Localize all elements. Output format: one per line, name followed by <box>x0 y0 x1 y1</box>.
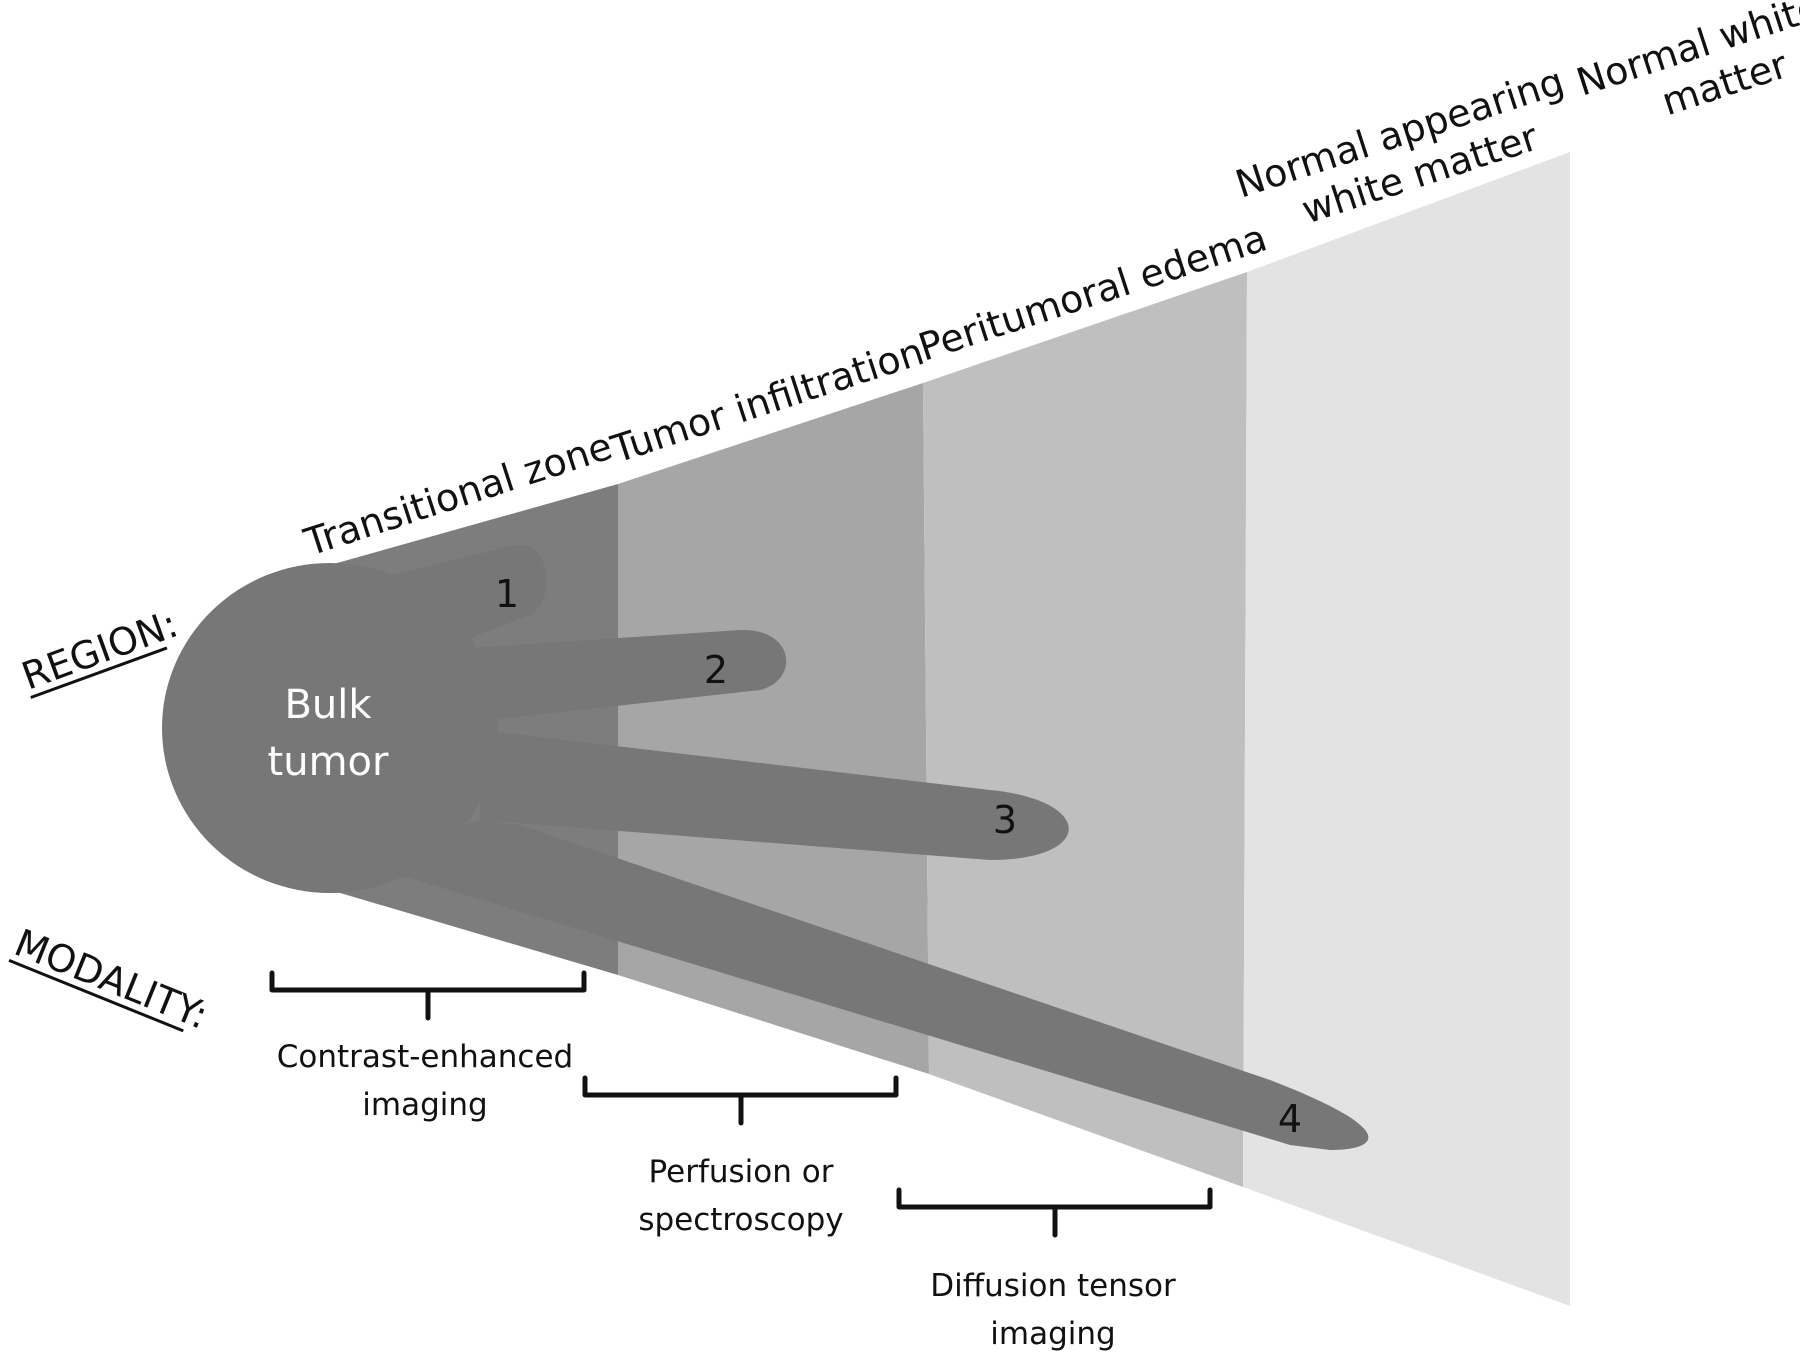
band-normal-appearing-white-matter <box>1243 152 1570 1306</box>
modality-contrast-line-1: Contrast-enhanced <box>277 1039 573 1075</box>
projection-2-shape <box>470 629 787 720</box>
projection-4-label: 4 <box>1278 1097 1302 1141</box>
region-heading-group: REGION: <box>16 602 184 699</box>
modality-diffusion-line-1: Diffusion tensor <box>930 1268 1176 1304</box>
bracket-contrast-enhanced <box>269 970 587 1021</box>
region-heading-underline <box>30 646 168 699</box>
projection-3-shape <box>480 730 1069 860</box>
bracket-diffusion-tensor <box>896 1187 1213 1238</box>
tumor-label-line-2: tumor <box>268 739 389 785</box>
projection-3-label: 3 <box>993 798 1017 842</box>
modality-perfusion-line-2: spectroscopy <box>638 1202 843 1238</box>
modality-contrast-line-2: imaging <box>362 1087 487 1123</box>
bulk-tumor-body <box>162 563 498 893</box>
projection-4-shape <box>350 820 1369 1150</box>
projection-1-label: 1 <box>495 572 519 616</box>
modality-heading: MODALITY: <box>9 921 214 1038</box>
band-peritumoral-edema <box>923 272 1247 1187</box>
modality-perfusion-line-1: Perfusion or <box>649 1154 834 1190</box>
modality-heading-underline <box>8 959 184 1033</box>
tumor-label-line-1: Bulk <box>284 682 372 728</box>
projection-2-label: 2 <box>704 648 728 692</box>
bracket-perfusion-spectroscopy <box>582 1075 899 1126</box>
modality-heading-group: MODALITY: <box>8 921 214 1038</box>
modality-diffusion-line-2: imaging <box>990 1316 1115 1352</box>
region-label-normal-white-matter: Normal white matter <box>1571 0 1800 124</box>
bulk-tumor <box>162 544 1369 1150</box>
